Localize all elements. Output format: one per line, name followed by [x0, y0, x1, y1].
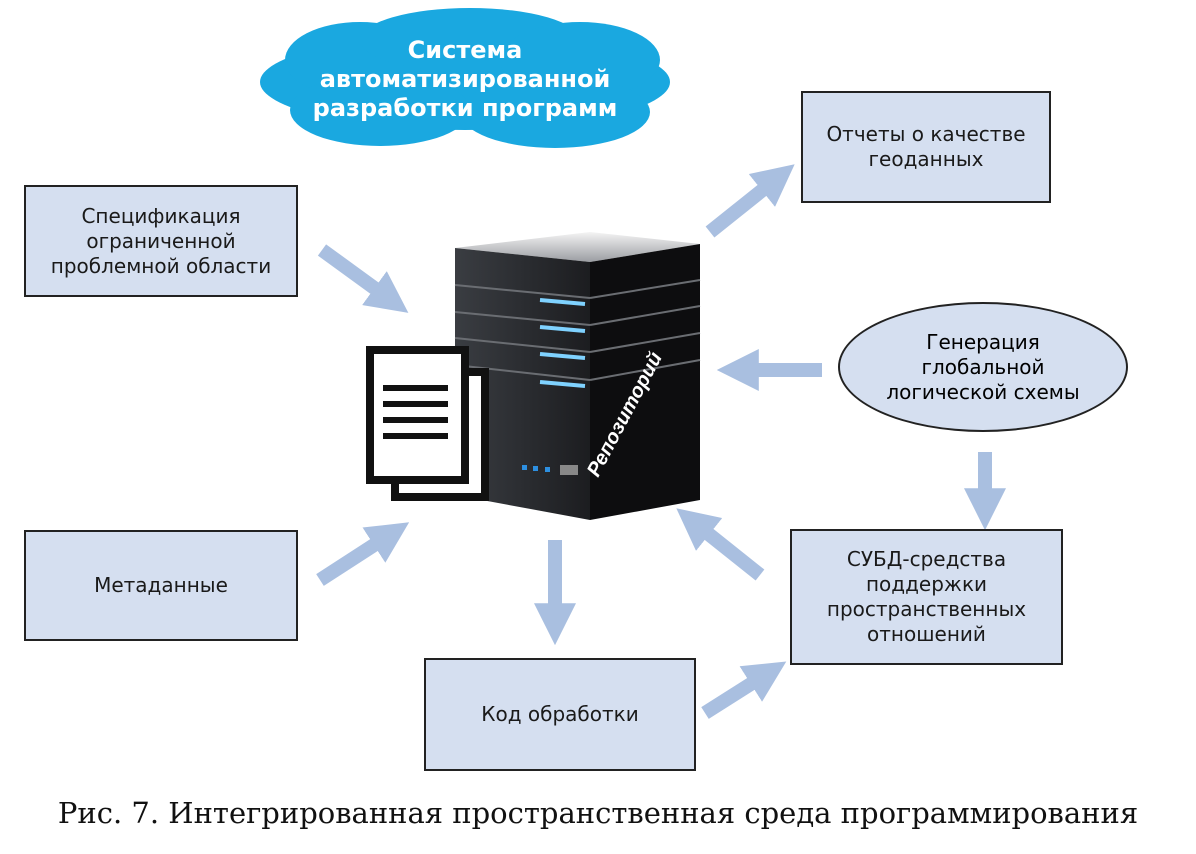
documents-icon: [366, 346, 489, 501]
cloud-title: Система автоматизированной разработки пр…: [312, 36, 618, 122]
arrow-spec-to-repo: [317, 244, 409, 313]
node-spec: Спецификация ограниченной проблемной обл…: [24, 185, 298, 297]
arrow-code-to-dbms: [701, 661, 787, 719]
cloud-shape: [260, 8, 670, 148]
node-code: Код обработки: [424, 658, 696, 771]
arrow-metadata-to-repo: [316, 522, 410, 586]
node-reports: Отчеты о качестве геоданных: [801, 91, 1051, 203]
node-generation: Генерация глобальной логической схемы: [838, 302, 1128, 432]
arrow-dbms-to-repo: [676, 508, 765, 581]
node-metadata: Метаданные: [24, 530, 298, 641]
arrow-repo-to-reports: [705, 164, 795, 238]
node-dbms: СУБД-средства поддержки пространственных…: [790, 529, 1063, 665]
figure-caption: Рис. 7. Интегрированная пространственная…: [57, 796, 1139, 830]
server-icon: [454, 232, 701, 520]
